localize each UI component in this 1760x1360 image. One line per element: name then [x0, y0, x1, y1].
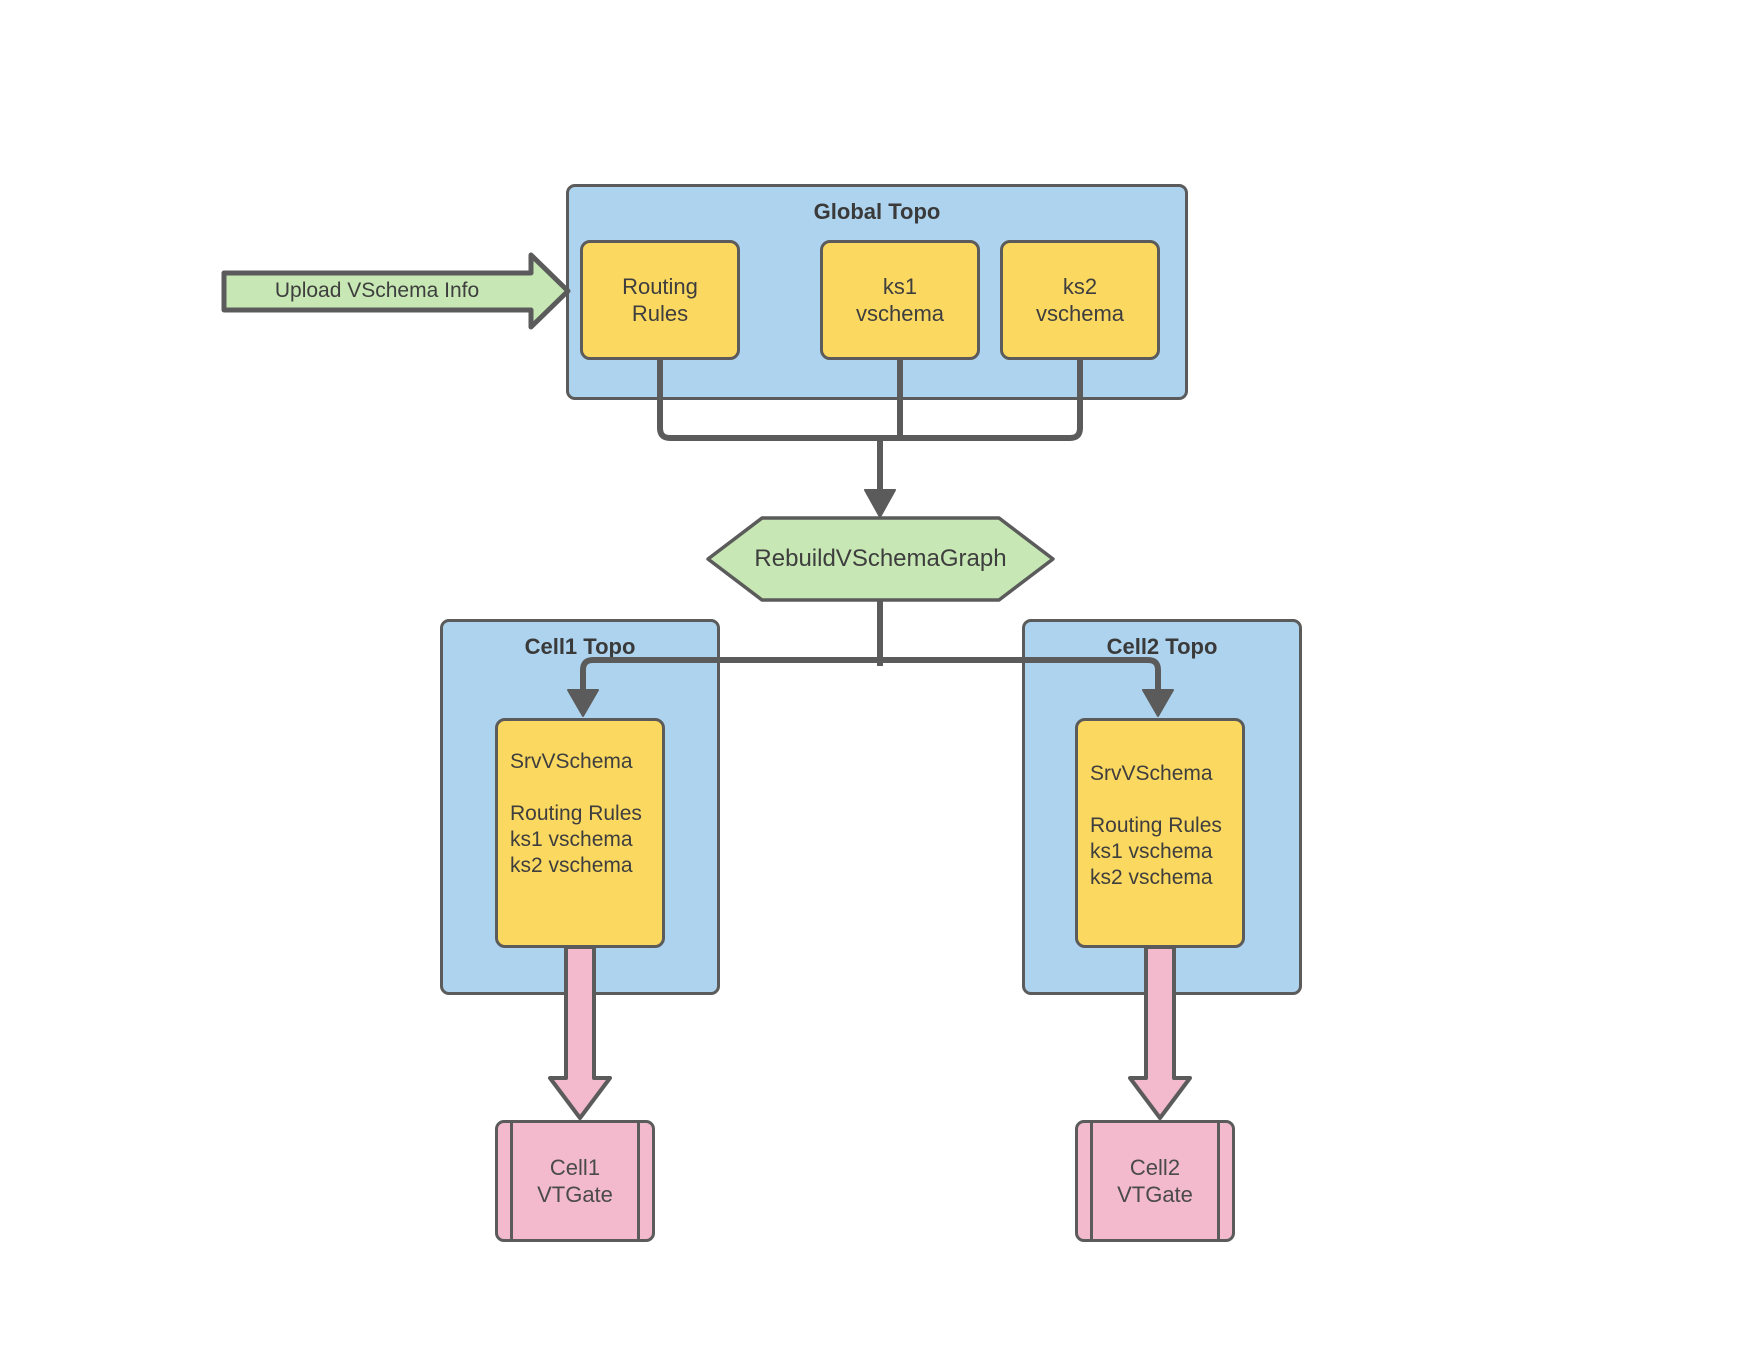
cell1-vtgate-line2: VTGate — [537, 1182, 613, 1207]
rebuild-vschema-label: RebuildVSchemaGraph — [754, 545, 1007, 572]
routing-rules-node: Routing Rules — [580, 240, 740, 360]
upload-vschema-arrow-label: Upload VSchema Info — [274, 279, 480, 302]
vtgate-right-bar — [1217, 1123, 1220, 1239]
cell1-box-line: Routing Rules — [510, 802, 642, 825]
ks1-line1: ks1 — [882, 274, 918, 299]
cell1-box-line: ks2 vschema — [510, 854, 633, 877]
vtgate-left-bar — [510, 1123, 513, 1239]
cell2-topo-title: Cell2 Topo — [1106, 634, 1218, 659]
cell2-vtgate-node: Cell2 VTGate — [1075, 1120, 1235, 1242]
ks1-line2: vschema — [855, 301, 945, 326]
ks2-line1: ks2 — [1062, 274, 1098, 299]
cell2-box-line: Routing Rules — [1090, 814, 1222, 837]
routing-rules-line2: Rules — [631, 301, 689, 326]
cell1-srvvschema-node: SrvVSchema Routing Rules ks1 vschema ks2… — [495, 718, 665, 948]
cell2-box-line: SrvVSchema — [1090, 762, 1213, 785]
ks1-vschema-node: ks1 vschema — [820, 240, 980, 360]
cell2-box-line — [1090, 787, 1238, 813]
cell2-vtgate-line2: VTGate — [1117, 1182, 1193, 1207]
cell1-topo-title: Cell1 Topo — [524, 634, 636, 659]
global-topo-title: Global Topo — [813, 199, 941, 224]
vtgate-left-bar — [1090, 1123, 1093, 1239]
cell2-vtgate-line1: Cell2 — [1129, 1155, 1181, 1180]
cell1-vtgate-node: Cell1 VTGate — [495, 1120, 655, 1242]
vtgate-right-bar — [637, 1123, 640, 1239]
routing-rules-line1: Routing — [622, 274, 698, 299]
cell2-box-line: ks2 vschema — [1090, 866, 1213, 889]
cell2-box-line: ks1 vschema — [1090, 840, 1213, 863]
cell1-vtgate-line1: Cell1 — [549, 1155, 601, 1180]
cell2-srvvschema-node: SrvVSchema Routing Rules ks1 vschema ks2… — [1075, 718, 1245, 948]
cell1-box-line: SrvVSchema — [510, 750, 633, 773]
ks2-line2: vschema — [1035, 301, 1125, 326]
ks2-vschema-node: ks2 vschema — [1000, 240, 1160, 360]
arrowhead-down-icon — [864, 489, 896, 518]
cell1-box-line — [510, 775, 658, 801]
cell1-box-line: ks1 vschema — [510, 828, 633, 851]
